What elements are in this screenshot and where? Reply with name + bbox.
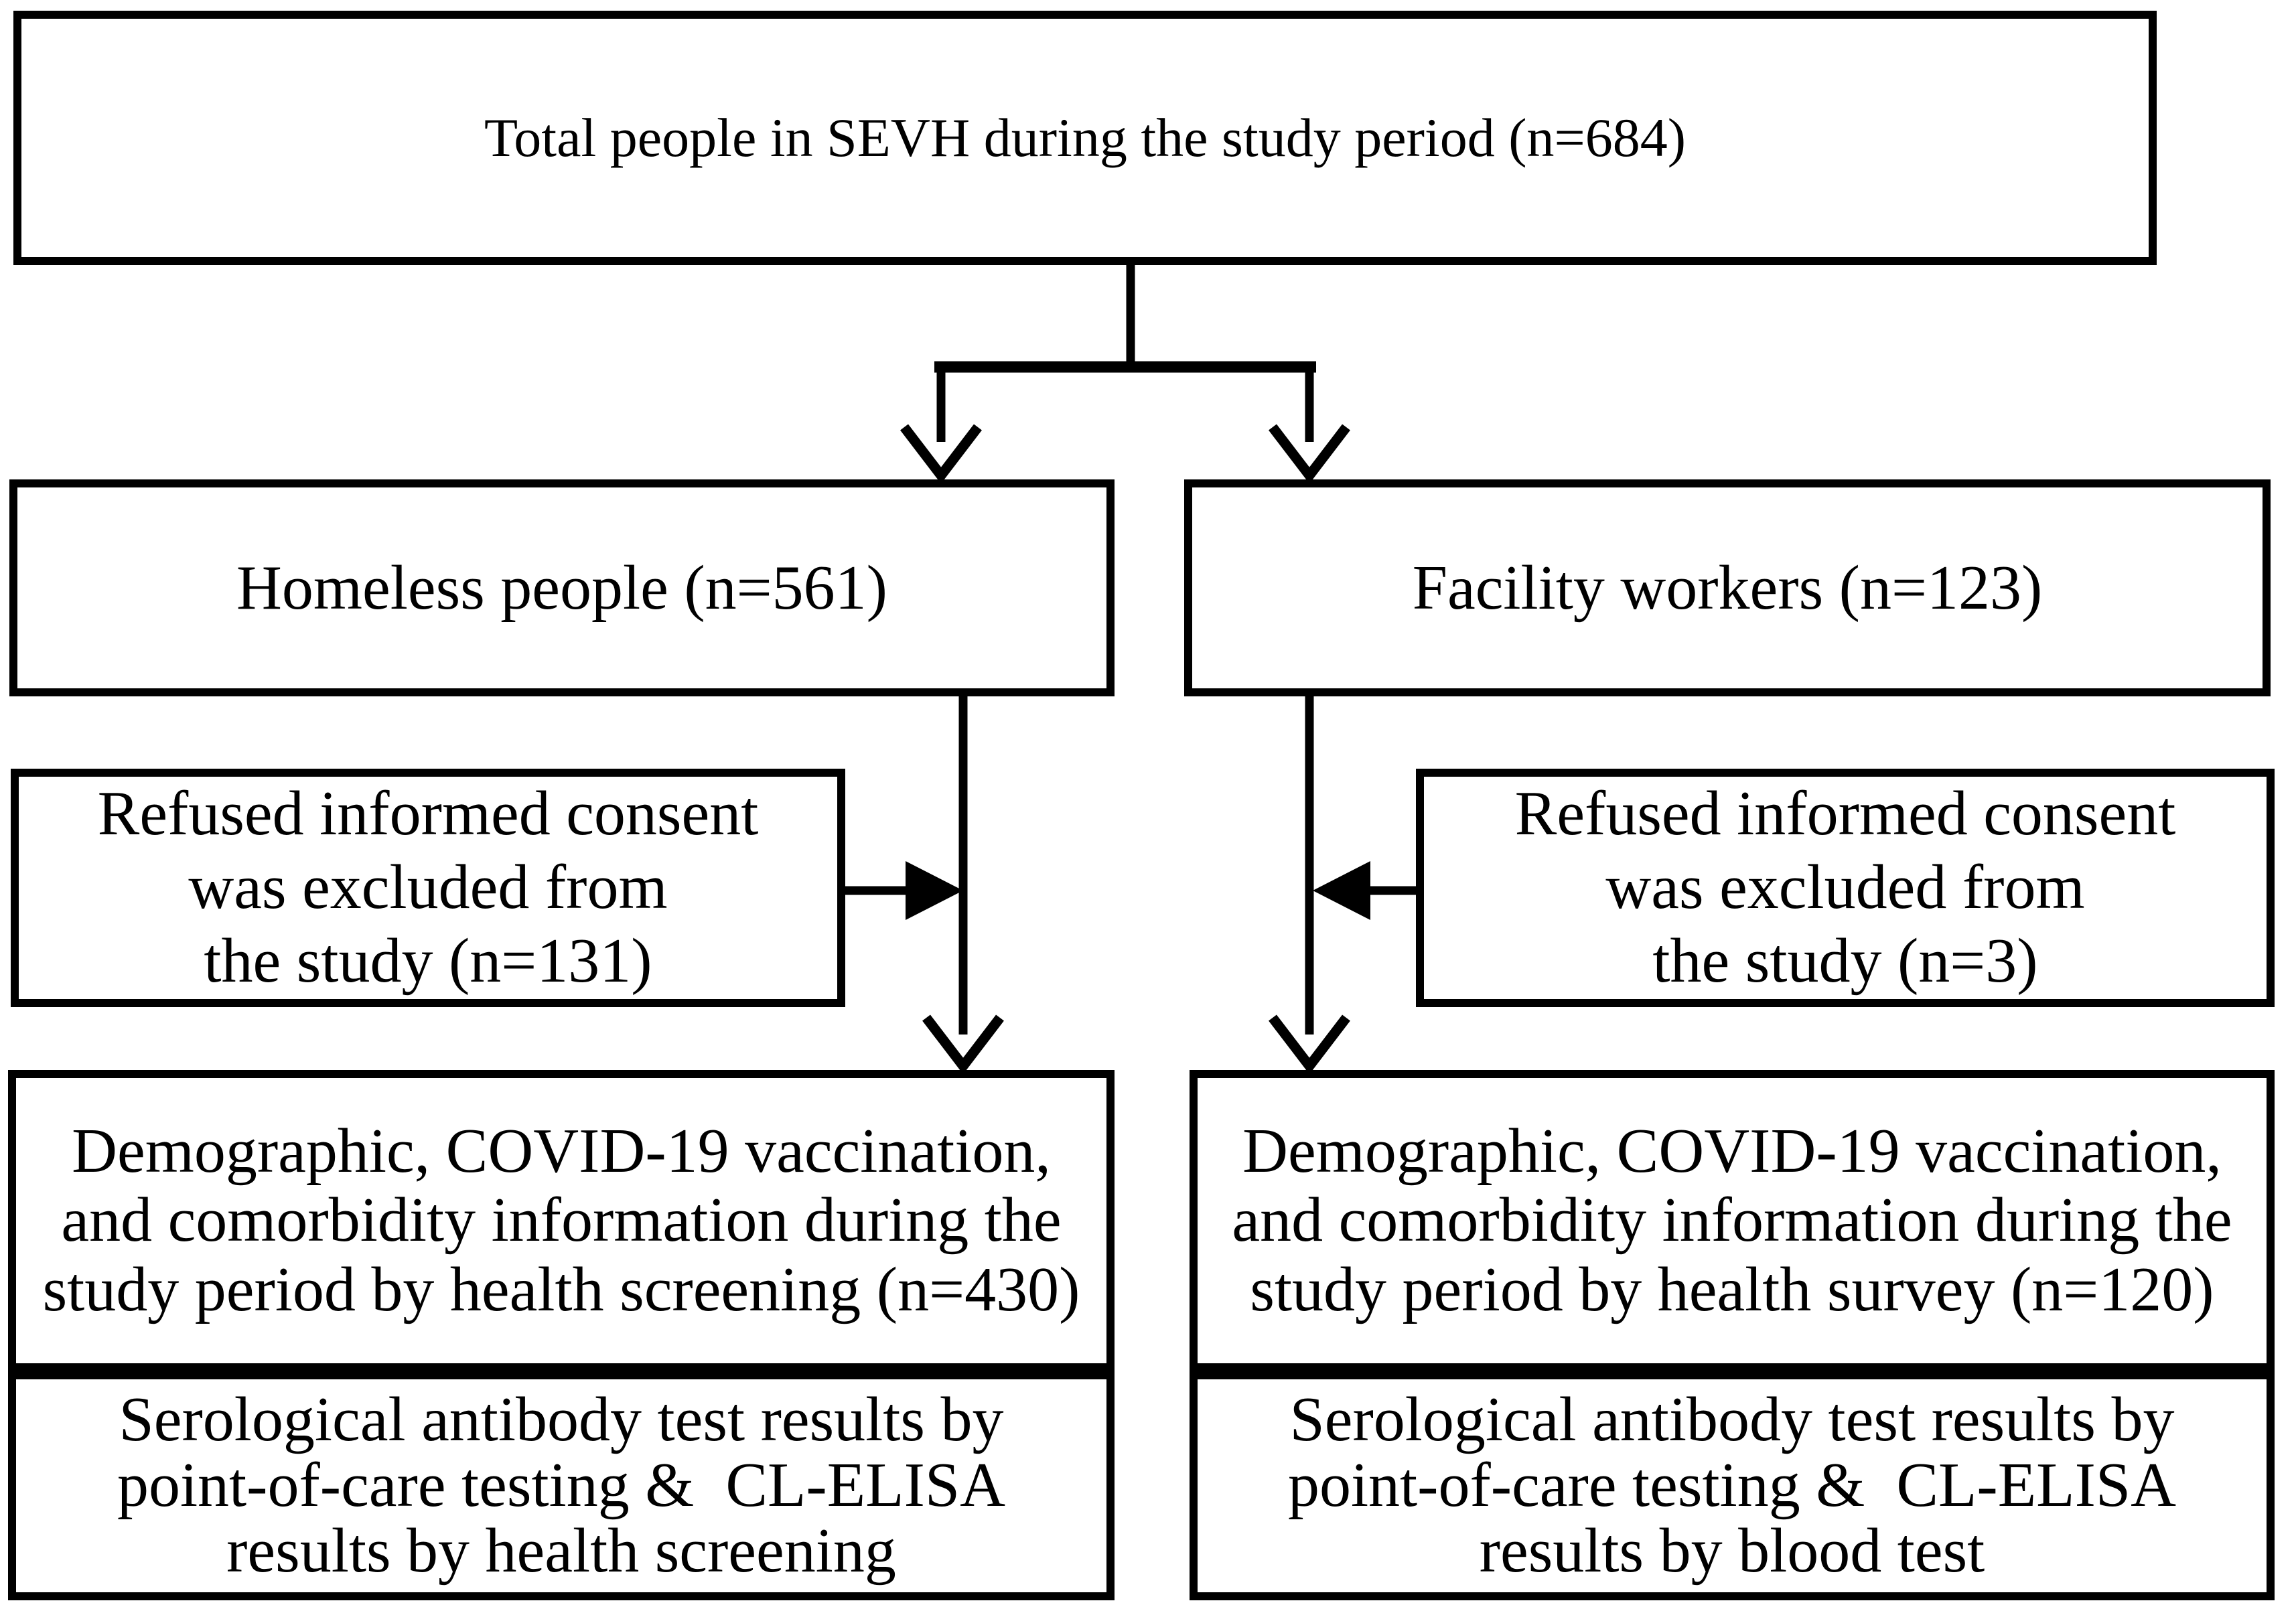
- arrowhead-left-exclusion-icon: [1313, 861, 1370, 920]
- box-serology-facility: Serological antibody test results by poi…: [1190, 1371, 2275, 1600]
- box-homeless-people-text: Homeless people (n=561): [236, 552, 887, 623]
- box-excluded-homeless: Refused informed consent was excluded fr…: [11, 769, 845, 1007]
- box-info-homeless: Demographic, COVID-19 vaccination, and c…: [8, 1070, 1115, 1371]
- box-info-facility-text: Demographic, COVID-19 vaccination, and c…: [1232, 1116, 2232, 1324]
- box-info-homeless-text: Demographic, COVID-19 vaccination, and c…: [42, 1116, 1080, 1324]
- box-homeless-people: Homeless people (n=561): [9, 479, 1115, 696]
- box-serology-homeless-text: Serological antibody test results by poi…: [117, 1385, 1006, 1586]
- box-excluded-facility: Refused informed consent was excluded fr…: [1416, 769, 2275, 1007]
- box-facility-workers: Facility workers (n=123): [1184, 479, 2271, 696]
- box-total-people: Total people in SEVH during the study pe…: [13, 11, 2157, 265]
- box-info-facility: Demographic, COVID-19 vaccination, and c…: [1190, 1070, 2275, 1371]
- arrowhead-down-homeless-icon: [900, 424, 982, 484]
- box-facility-workers-text: Facility workers (n=123): [1412, 552, 2043, 623]
- box-excluded-homeless-text: Refused informed consent was excluded fr…: [97, 779, 759, 996]
- box-serology-homeless: Serological antibody test results by poi…: [8, 1371, 1115, 1600]
- arrowhead-down-info-left-icon: [922, 1014, 1004, 1075]
- arrowhead-down-info-right-icon: [1269, 1014, 1350, 1075]
- arrowhead-down-facility-icon: [1269, 424, 1350, 484]
- arrowhead-right-exclusion-icon: [906, 861, 963, 920]
- box-total-people-text: Total people in SEVH during the study pe…: [484, 106, 1687, 168]
- box-serology-facility-text: Serological antibody test results by poi…: [1287, 1385, 2177, 1586]
- box-excluded-facility-text: Refused informed consent was excluded fr…: [1514, 779, 2176, 996]
